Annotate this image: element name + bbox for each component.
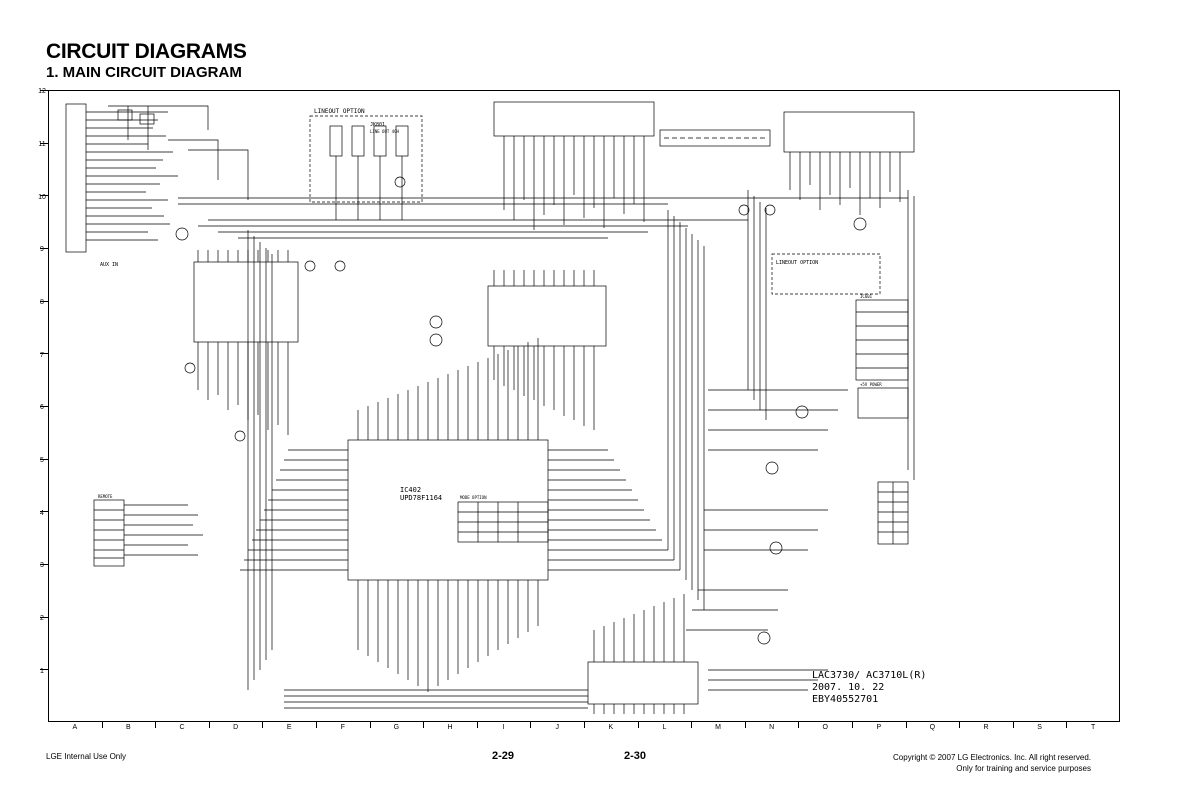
column-label: S	[1037, 724, 1042, 731]
column-label: F	[340, 724, 345, 731]
footer-copyright: Copyright © 2007 LG Electronics. Inc. Al…	[893, 753, 1091, 762]
row-tick	[40, 406, 48, 407]
row-label: 12	[38, 88, 46, 96]
wiring	[65, 101, 915, 714]
main-ic-part-label: UPD78F1164	[400, 494, 442, 502]
lineout-option-label: LINEOUT OPTION	[314, 108, 365, 115]
column-tick	[262, 722, 264, 728]
row-label: 8	[40, 299, 44, 306]
row-tick	[40, 458, 48, 460]
column-label: M	[715, 724, 721, 731]
column-label: D	[233, 724, 239, 731]
column-label: B	[126, 724, 131, 731]
column-tick	[905, 722, 907, 728]
page-number-left: 2-29	[492, 750, 515, 762]
column-label: H	[447, 724, 453, 731]
row-label: 3	[40, 562, 44, 570]
column-label: T	[1091, 724, 1096, 731]
lineout-sub-label: LINE OUT 4CH	[370, 129, 399, 134]
column-tick	[530, 722, 532, 728]
row-tick	[40, 142, 48, 144]
column-tick	[423, 722, 425, 728]
column-tick	[1012, 722, 1014, 728]
column-tick	[637, 722, 639, 728]
aux-in-label: AUX IN	[100, 262, 118, 268]
row-label: 2	[40, 615, 44, 622]
lineout-ic-label: JK801	[370, 122, 385, 128]
model-date: 2007. 10. 22	[812, 682, 884, 693]
column-label: N	[769, 724, 775, 731]
micro-ic-label: IC601	[860, 294, 873, 299]
row-label: 6	[40, 404, 44, 412]
column-label: O	[822, 724, 828, 731]
column-tick	[852, 722, 853, 728]
row-label: 11	[38, 141, 46, 148]
row-label: 10	[38, 193, 46, 201]
column-label: I	[502, 724, 505, 731]
diagram-frame	[48, 90, 1120, 722]
page-title: CIRCUIT DIAGRAMS	[46, 40, 247, 63]
column-label: Q	[929, 724, 936, 731]
column-label: P	[876, 724, 882, 731]
power-label: +5V POWER	[860, 382, 882, 387]
column-label: J	[555, 724, 559, 731]
page-number-right: 2-30	[624, 750, 647, 762]
row-tick	[40, 511, 48, 513]
row-tick	[40, 90, 48, 91]
row-tick	[40, 353, 48, 355]
column-tick	[208, 722, 210, 728]
footer-copyright-block: Copyright © 2007 LG Electronics. Inc. Al…	[893, 752, 1091, 774]
column-tick	[691, 722, 693, 728]
row-tick	[40, 616, 48, 618]
column-tick	[101, 722, 103, 728]
row-label: 7	[40, 351, 44, 359]
column-tick	[316, 722, 317, 728]
row-label: 5	[40, 457, 44, 464]
row-label: 1	[40, 667, 44, 675]
column-tick	[369, 722, 371, 728]
column-tick	[798, 722, 800, 728]
row-tick	[40, 669, 48, 671]
main-ic-label: IC402	[400, 486, 421, 494]
lineout-option-right-label: LINEOUT OPTION	[776, 260, 818, 266]
remote-label: REMOTE	[98, 494, 113, 499]
column-label: C	[179, 724, 185, 731]
row-label: 4	[40, 509, 44, 517]
column-label: R	[983, 724, 989, 731]
row-tick	[40, 300, 48, 302]
footer-notice: Only for training and service purposes	[956, 764, 1091, 773]
row-label: 9	[40, 246, 44, 254]
page-subtitle: 1. MAIN CIRCUIT DIAGRAM	[46, 64, 242, 81]
footer-internal-use: LGE Internal Use Only	[46, 752, 127, 761]
column-tick	[1066, 722, 1068, 728]
column-label: A	[72, 724, 78, 731]
column-label: G	[393, 724, 400, 731]
column-tick	[155, 722, 157, 728]
model-code: EBY40552701	[812, 694, 878, 705]
model-number: LAC3730/ AC3710L(R)	[812, 670, 926, 681]
row-tick	[40, 564, 48, 565]
row-tick	[40, 195, 48, 197]
circuit-schematic: LINEOUT OPTION JK801 LINE OUT 4CH AUX IN…	[65, 101, 926, 714]
mode-option-label: MODE OPTION	[460, 495, 487, 500]
column-label: E	[286, 724, 292, 731]
column-tick	[476, 722, 478, 728]
column-label: L	[662, 724, 667, 731]
column-tick	[584, 722, 585, 728]
row-tick	[40, 248, 48, 249]
column-label: K	[608, 724, 614, 731]
column-tick	[744, 722, 746, 728]
column-tick	[959, 722, 961, 728]
